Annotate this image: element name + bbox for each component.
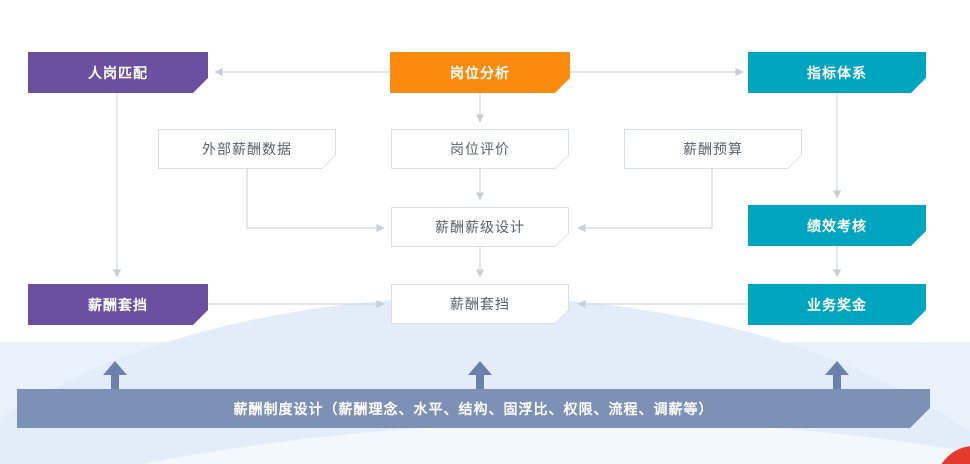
arrow-budget-to-grade-design [577, 169, 713, 233]
node-label: 薪酬套挡 [88, 296, 148, 313]
node-label: 外部薪酬数据 [202, 141, 292, 157]
node-label: 薪酬套挡 [450, 296, 510, 312]
node-external-salary-data: 外部薪酬数据 [158, 129, 336, 169]
footer-bar-salary-system-design: 薪酬制度设计（薪酬理念、水平、结构、固浮比、权限、流程、调薪等） [17, 389, 930, 428]
node-salary-grade-design: 薪酬薪级设计 [391, 207, 569, 247]
up-arrow-center [468, 361, 492, 390]
node-label: 薪酬薪级设计 [435, 219, 525, 235]
node-label: 指标体系 [807, 64, 867, 81]
up-arrow-right [825, 361, 849, 390]
node-salary-banding-left: 薪酬套挡 [28, 284, 208, 325]
footer-bar-label: 薪酬制度设计（薪酬理念、水平、结构、固浮比、权限、流程、调薪等） [233, 400, 714, 417]
node-label: 人岗匹配 [88, 64, 148, 81]
node-label: 业务奖金 [807, 296, 867, 313]
node-label: 绩效考核 [807, 217, 867, 234]
node-label: 岗位分析 [450, 64, 510, 81]
node-person-post-matching: 人岗匹配 [28, 52, 208, 93]
node-business-bonus: 业务奖金 [748, 284, 926, 325]
node-salary-budget: 薪酬预算 [624, 129, 802, 169]
up-arrow-left [103, 361, 127, 390]
node-job-analysis: 岗位分析 [390, 52, 570, 93]
node-label: 薪酬预算 [683, 141, 743, 157]
node-salary-banding-center: 薪酬套挡 [391, 284, 569, 324]
node-indicator-system: 指标体系 [748, 52, 926, 93]
node-job-evaluation: 岗位评价 [391, 129, 569, 169]
node-performance-appraisal: 绩效考核 [748, 205, 926, 246]
arrow-external-data-to-grade-design [246, 169, 385, 233]
node-label: 岗位评价 [450, 141, 510, 157]
